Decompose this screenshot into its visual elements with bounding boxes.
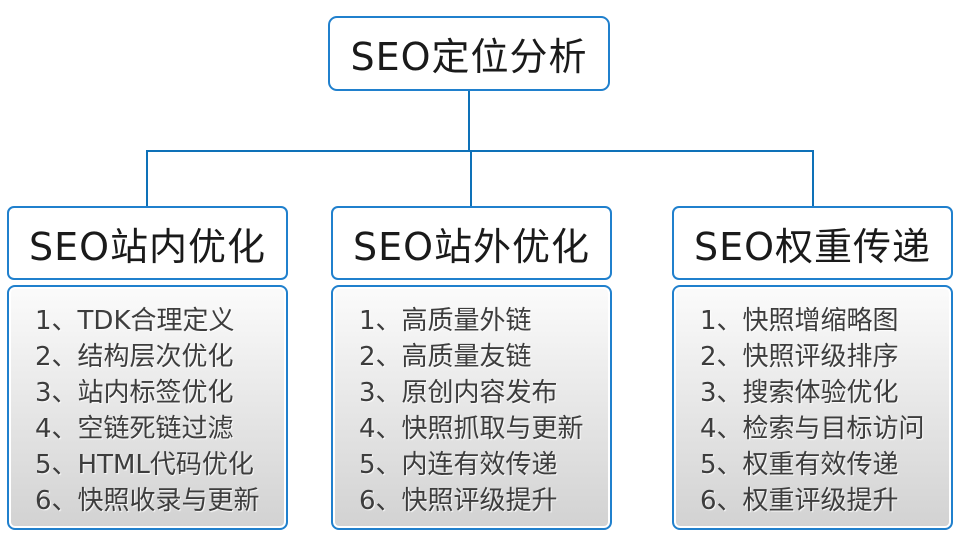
list-item: 6、快照收录与更新 [35, 486, 260, 516]
list-item: 3、站内标签优化 [35, 378, 234, 408]
list-item: 5、内连有效传递 [359, 450, 558, 480]
root-node-seo-positioning: SEO定位分析 [328, 16, 610, 91]
column-title: SEO站内优化 [28, 224, 267, 269]
column-header: SEO权重传递 [672, 206, 953, 280]
list-item: 5、权重有效传递 [700, 450, 899, 480]
connector-drop-left [146, 150, 148, 206]
column-onsite-optimization: SEO站内优化 1、TDK合理定义 2、结构层次优化 3、站内标签优化 4、空链… [7, 206, 288, 530]
column-item-list: 1、高质量外链 2、高质量友链 3、原创内容发布 4、快照抓取与更新 5、内连有… [331, 285, 612, 530]
list-item: 2、结构层次优化 [35, 342, 234, 372]
connector-root-stem [468, 91, 470, 150]
column-item-list: 1、快照增缩略图 2、快照评级排序 3、搜索体验优化 4、检索与目标访问 5、权… [672, 285, 953, 530]
list-item: 4、快照抓取与更新 [359, 414, 584, 444]
list-item: 6、快照评级提升 [359, 486, 558, 516]
connector-drop-right [812, 150, 814, 206]
column-header: SEO站内优化 [7, 206, 288, 280]
list-item: 2、高质量友链 [359, 342, 532, 372]
list-item: 3、搜索体验优化 [700, 378, 899, 408]
list-item: 3、原创内容发布 [359, 378, 558, 408]
column-weight-transfer: SEO权重传递 1、快照增缩略图 2、快照评级排序 3、搜索体验优化 4、检索与… [672, 206, 953, 530]
list-item: 1、快照增缩略图 [700, 306, 899, 336]
column-title: SEO站外优化 [352, 224, 591, 269]
list-item: 2、快照评级排序 [700, 342, 899, 372]
list-item: 6、权重评级提升 [700, 486, 899, 516]
root-node-label: SEO定位分析 [350, 35, 588, 79]
column-title: SEO权重传递 [693, 224, 932, 269]
connector-horizontal-bus [146, 150, 814, 152]
column-offsite-optimization: SEO站外优化 1、高质量外链 2、高质量友链 3、原创内容发布 4、快照抓取与… [331, 206, 612, 530]
column-item-list: 1、TDK合理定义 2、结构层次优化 3、站内标签优化 4、空链死链过滤 5、H… [7, 285, 288, 530]
column-header: SEO站外优化 [331, 206, 612, 280]
list-item: 1、TDK合理定义 [35, 306, 235, 336]
list-item: 4、空链死链过滤 [35, 414, 234, 444]
list-item: 5、HTML代码优化 [35, 450, 254, 480]
list-item: 1、高质量外链 [359, 306, 532, 336]
connector-drop-center [470, 150, 472, 206]
list-item: 4、检索与目标访问 [700, 414, 925, 444]
